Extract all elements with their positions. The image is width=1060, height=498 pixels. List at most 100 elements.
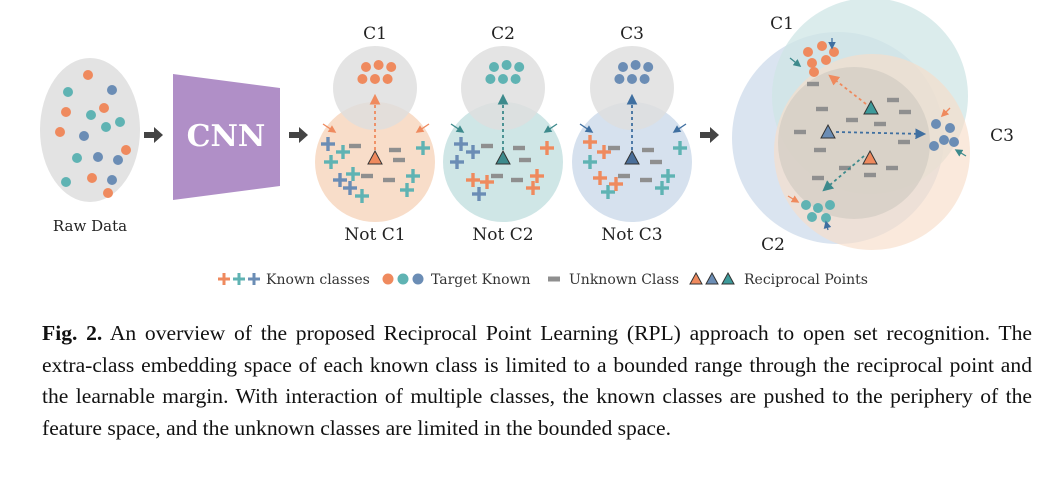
- known-class-plus: [355, 189, 369, 203]
- known-class-plus: [593, 171, 607, 185]
- reciprocal-point-triangle: [863, 99, 879, 115]
- dashed-arrow: [822, 155, 865, 192]
- sample-dot: [949, 137, 959, 147]
- unknown-class-dash: [887, 97, 899, 103]
- cnn-block: CNN: [173, 74, 280, 200]
- margin-arrow-icon: [415, 123, 430, 133]
- dashed-arrow: [828, 74, 867, 105]
- unknown-class-dash: [481, 143, 493, 149]
- margin-arrow-icon: [543, 123, 558, 133]
- sample-dot: [614, 74, 625, 84]
- reciprocal-point-triangle: [862, 149, 878, 165]
- sample-dot: [115, 117, 125, 127]
- reciprocal-point-triangle: [820, 123, 836, 139]
- known-class-plus: [530, 169, 544, 183]
- unknown-class-dash: [361, 173, 373, 179]
- known-class-plus: [601, 185, 615, 199]
- sample-dot: [639, 74, 650, 84]
- known-class-plus: [609, 177, 623, 191]
- margin-arrow-icon: [450, 123, 465, 133]
- sample-dot: [630, 60, 641, 70]
- sample-dot: [939, 135, 949, 145]
- known-class-plus: [583, 155, 597, 169]
- margin-arrow-icon: [672, 123, 687, 133]
- known-class-plus: [333, 173, 347, 187]
- unknown-class-dash: [511, 177, 523, 183]
- unknown-class-dash: [491, 173, 503, 179]
- reciprocal-point-triangle: [624, 149, 640, 165]
- flow-arrow-icon: [700, 127, 719, 143]
- sample-dot: [357, 74, 368, 84]
- sample-dot: [113, 155, 123, 165]
- caption-label: Fig. 2.: [42, 321, 103, 345]
- unknown-class-dash: [846, 117, 858, 123]
- known-class-plus: [597, 145, 611, 159]
- sample-dot: [627, 74, 637, 84]
- unknown-class-dash: [608, 145, 620, 151]
- sample-dot: [386, 62, 397, 72]
- legend-unknown-class: Unknown Class: [569, 272, 679, 288]
- sample-dot: [821, 55, 831, 65]
- sample-dot: [643, 62, 654, 72]
- sample-dot: [101, 122, 111, 132]
- sample-dot: [370, 74, 380, 84]
- known-class-plus: [583, 135, 597, 149]
- unknown-class-dash: [898, 139, 910, 145]
- sample-dot: [931, 119, 941, 129]
- sample-dot: [501, 60, 512, 70]
- caption-text: An overview of the proposed Reciprocal P…: [42, 321, 1032, 440]
- panel-not-class-label: Not C2: [472, 225, 533, 245]
- known-class-plus: [673, 141, 687, 155]
- known-class-plus: [472, 187, 486, 201]
- unknown-class-dash: [640, 177, 652, 183]
- sample-dot: [83, 70, 93, 80]
- sample-dot: [99, 103, 109, 113]
- unknown-class-dash: [383, 177, 395, 183]
- flow-arrow-icon: [289, 127, 308, 143]
- unknown-class-dash: [886, 165, 898, 171]
- sample-dot: [807, 58, 817, 68]
- known-class-plus: [321, 137, 335, 151]
- panel-not-class-label: Not C1: [344, 225, 405, 245]
- sample-dot: [618, 62, 628, 72]
- margin-arrow-icon: [823, 220, 832, 231]
- sample-dot: [87, 173, 97, 183]
- margin-arrow-icon: [940, 107, 951, 118]
- unknown-class-dash: [816, 106, 828, 112]
- margin-arrow-icon: [322, 123, 337, 133]
- known-class-plus: [655, 181, 669, 195]
- panel-class-label: C2: [491, 24, 515, 44]
- sample-dot: [510, 74, 521, 84]
- sample-dot: [107, 85, 117, 95]
- reciprocal-points-icon: [689, 271, 735, 285]
- known-class-plus: [540, 141, 554, 155]
- sample-dot: [79, 131, 89, 141]
- sample-dot: [809, 67, 819, 77]
- margin-arrow-icon: [579, 123, 594, 133]
- unknown-class-dash: [513, 145, 525, 151]
- sample-dot: [807, 212, 817, 222]
- known-class-plus: [454, 137, 468, 151]
- raw-data-cluster: [40, 58, 140, 202]
- unknown-class-icon: [548, 276, 560, 282]
- unknown-class-dash: [389, 147, 401, 153]
- sample-dot: [55, 127, 65, 137]
- figure-caption: Fig. 2. An overview of the proposed Reci…: [42, 318, 1032, 444]
- sample-dot: [945, 123, 955, 133]
- known-class-plus: [466, 145, 480, 159]
- unknown-class-dash: [814, 147, 826, 153]
- unknown-class-dash: [794, 129, 806, 135]
- sample-dot: [121, 145, 131, 155]
- sample-dot: [361, 62, 371, 72]
- panel-class-label: C3: [620, 24, 644, 44]
- margin-arrow-icon: [954, 149, 967, 157]
- combined-c1-label: C1: [770, 14, 794, 34]
- target-known-icon: [382, 273, 424, 285]
- legend: Known classes Target Known Unknown Class…: [218, 271, 868, 288]
- margin-arrow-icon: [789, 57, 802, 67]
- sample-dot: [829, 47, 839, 57]
